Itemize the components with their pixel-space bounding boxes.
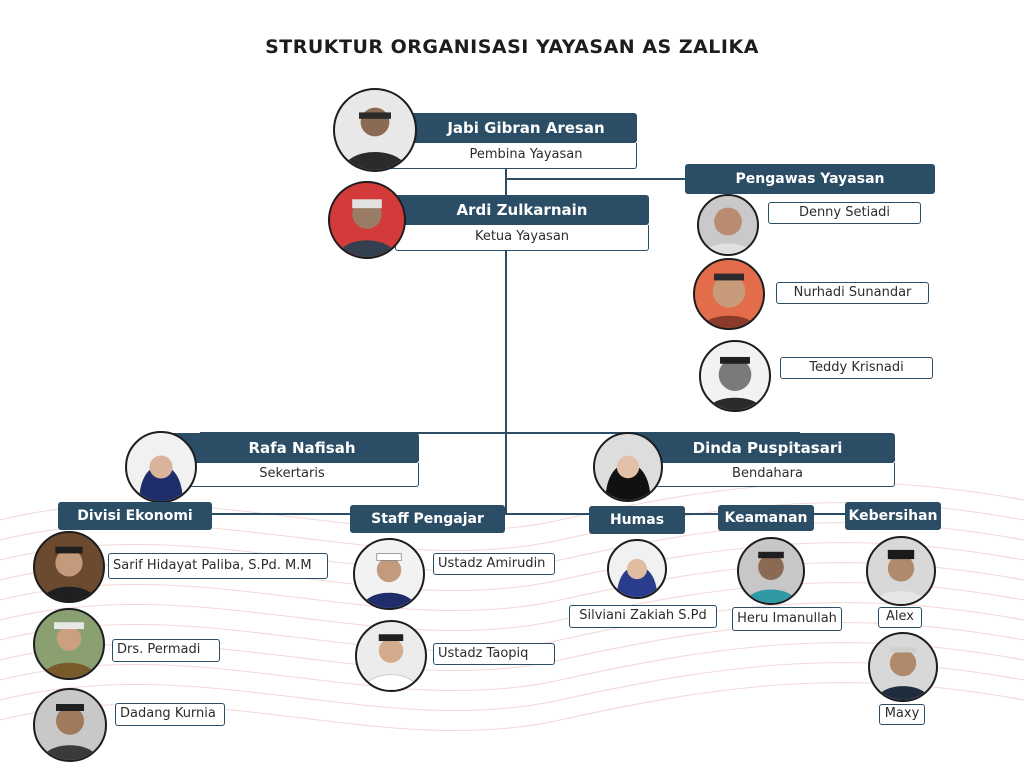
ekonomi-member-2: Drs. Permadi (112, 639, 220, 662)
pengawas-member-2: Nurhadi Sunandar (776, 282, 929, 304)
pengawas-header: Pengawas Yayasan (685, 164, 935, 194)
ekonomi-member-3: Dadang Kurnia (115, 703, 225, 726)
staff-pengajar-header: Staff Pengajar (350, 505, 505, 533)
keamanan-member-1: Heru Imanullah (732, 607, 842, 631)
ekonomi-member-1: Sarif Hidayat Paliba, S.Pd. M.M (108, 553, 328, 579)
sekretaris-name: Rafa Nafisah (165, 433, 419, 463)
page-title: STRUKTUR ORGANISASI YAYASAN AS ZALIKA (265, 36, 759, 58)
humas-header: Humas (589, 506, 685, 534)
bendahara-role: Bendahara (640, 463, 895, 487)
divisi-ekonomi-header: Divisi Ekonomi (58, 502, 212, 530)
avatar-pengawas-3 (699, 340, 771, 412)
connector-sekretaris-bendahara (200, 432, 800, 434)
pembina-role: Pembina Yayasan (385, 143, 637, 169)
ketua-role: Ketua Yayasan (395, 225, 649, 251)
pembina-card: Jabi Gibran Aresan Pembina Yayasan (385, 113, 637, 169)
connector-main-vertical (505, 168, 507, 514)
avatar-ekonomi-3 (33, 688, 107, 762)
pengawas-member-3: Teddy Krisnadi (780, 357, 933, 379)
avatar-pembina (333, 88, 417, 172)
avatar-humas-1 (607, 539, 667, 599)
sekretaris-role: Sekertaris (165, 463, 419, 487)
avatar-keamanan-1 (737, 537, 805, 605)
avatar-bendahara (593, 432, 663, 502)
bendahara-card: Dinda Puspitasari Bendahara (640, 433, 895, 487)
connector-pengawas (505, 178, 685, 180)
pembina-name: Jabi Gibran Aresan (385, 113, 637, 143)
ketua-name: Ardi Zulkarnain (395, 195, 649, 225)
humas-member-1: Silviani Zakiah S.Pd (569, 605, 717, 628)
avatar-pengajar-1 (353, 538, 425, 610)
connector-divisions (135, 513, 895, 515)
avatar-pengawas-1 (697, 194, 759, 256)
pengajar-member-1: Ustadz Amirudin (433, 553, 555, 575)
bendahara-name: Dinda Puspitasari (640, 433, 895, 463)
avatar-kebersihan-2 (868, 632, 938, 702)
avatar-sekretaris (125, 431, 197, 503)
avatar-ekonomi-1 (33, 531, 105, 603)
avatar-pengajar-2 (355, 620, 427, 692)
avatar-ekonomi-2 (33, 608, 105, 680)
avatar-kebersihan-1 (866, 536, 936, 606)
sekretaris-card: Rafa Nafisah Sekertaris (165, 433, 419, 487)
kebersihan-header: Kebersihan (845, 502, 941, 530)
pengawas-member-1: Denny Setiadi (768, 202, 921, 224)
ketua-card: Ardi Zulkarnain Ketua Yayasan (395, 195, 649, 251)
kebersihan-member-1: Alex (878, 607, 922, 628)
avatar-ketua (328, 181, 406, 259)
avatar-pengawas-2 (693, 258, 765, 330)
keamanan-header: Keamanan (718, 505, 814, 531)
kebersihan-member-2: Maxy (879, 704, 925, 725)
pengajar-member-2: Ustadz Taopiq (433, 643, 555, 665)
